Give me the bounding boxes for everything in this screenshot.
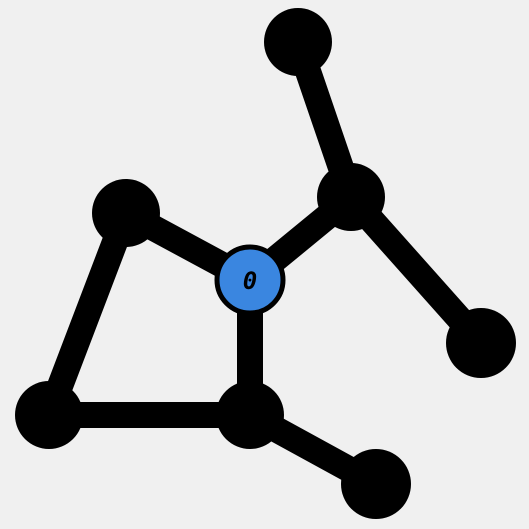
node-n2 — [264, 8, 332, 76]
edge-n4-n7 — [36, 200, 139, 428]
node-n1 — [317, 163, 385, 231]
node-circle-n6 — [15, 381, 83, 449]
node-circle-n3 — [446, 308, 516, 378]
node-circle-n1 — [317, 163, 385, 231]
node-circle-n5 — [216, 381, 284, 449]
node-n5 — [216, 381, 284, 449]
node-n3 — [446, 308, 516, 378]
node-n0: 0 — [214, 244, 286, 316]
node-circle-n0 — [214, 244, 286, 316]
node-circle-n2 — [264, 8, 332, 76]
node-circle-n4 — [92, 179, 160, 247]
node-n4 — [92, 179, 160, 247]
node-label-n0: 0 — [243, 267, 257, 295]
node-n8 — [341, 449, 411, 519]
node-n6 — [15, 381, 83, 449]
node-layer: 0 — [15, 8, 516, 519]
node-circle-n8 — [341, 449, 411, 519]
